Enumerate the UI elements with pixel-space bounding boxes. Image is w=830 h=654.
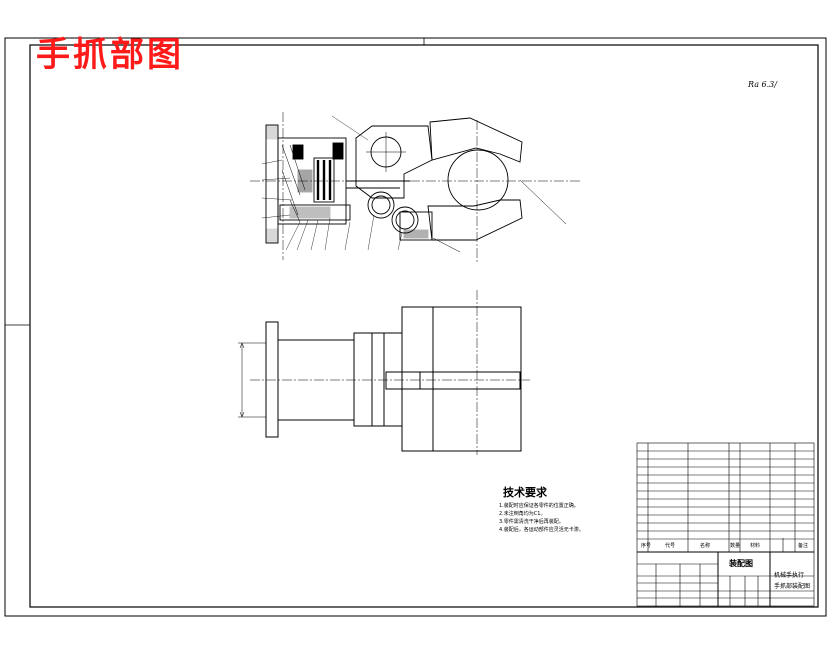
drawing-name-line1: 机械手执行 [774,572,805,579]
drawing-type: 装配图 [729,559,753,568]
parts-header-no: 序号 [641,543,652,549]
parts-header-code: 代号 [665,543,676,549]
outer-frame [4,37,827,617]
parts-header-remark: 备注 [798,543,809,549]
technical-requirements-notes: 1.装配时应保证各零件的位置正确。 2.未注倒角均为C1。 3.零件需清洗干净后… [499,502,584,534]
surface-finish-note: Ra 6.3/ [748,80,777,89]
tech-note: 2.未注倒角均为C1。 [499,511,546,517]
parts-header-qty: 数量 [730,543,741,549]
title-block [636,442,815,607]
parts-header-name: 名称 [700,543,711,549]
tech-note: 3.零件需清洗干净后再装配。 [499,519,564,525]
plan-view [238,290,530,455]
drawing-name-line2: 手抓部装配图 [774,583,811,590]
drawing-title: 手抓部图 [36,35,184,75]
tech-note: 4.装配后，各运动部件应灵活无卡滞。 [499,527,584,533]
technical-requirements-heading: 技术要求 [503,486,547,499]
tech-note: 1.装配时应保证各零件的位置正确。 [499,503,579,509]
parts-header-material: 材料 [750,543,761,549]
section-view [250,112,580,262]
